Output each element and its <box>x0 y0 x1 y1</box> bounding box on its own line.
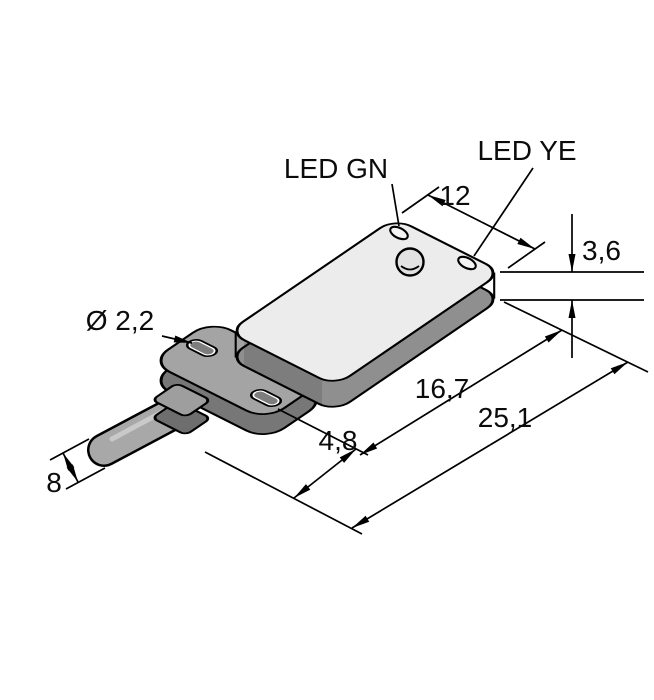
dim-text-hole-diameter: Ø 2,2 <box>86 305 154 336</box>
dimension-arrow <box>489 361 629 446</box>
dimension-8 <box>49 438 106 490</box>
led-gn-leader-line <box>391 183 400 227</box>
dimension-arrow <box>351 444 491 529</box>
gland-top-face <box>153 383 210 417</box>
extension-line-near-end <box>204 451 363 535</box>
mounting-slot-upper-hole <box>190 341 214 355</box>
led-window-green <box>389 225 409 241</box>
dimension-12 <box>401 186 546 269</box>
extension-line <box>49 438 90 461</box>
dim-text-8: 8 <box>46 467 62 498</box>
extension-line <box>507 241 546 269</box>
dimension-4-8 <box>293 448 357 499</box>
dimension-lines <box>49 167 649 535</box>
dim-text-12: 12 <box>439 180 470 211</box>
led-window-yellow <box>457 255 477 271</box>
sensing-face-mark <box>400 265 420 271</box>
extension-line-far-end <box>503 301 649 373</box>
dimension-arrow <box>66 464 79 483</box>
extension-line <box>401 186 440 214</box>
dimension-arrow <box>481 221 536 250</box>
dim-text-3-6: 3,6 <box>582 235 621 266</box>
dim-text-4-8: 4,8 <box>319 425 358 456</box>
cable-gland <box>153 383 210 435</box>
extension-line-slot-center <box>277 408 369 456</box>
dimension-labels: LED GN LED YE 12 3,6 Ø 2,2 16,7 25,1 4,8… <box>46 135 621 498</box>
dimension-25-1 <box>351 361 629 529</box>
sensing-face-circle <box>395 247 425 277</box>
label-led-green: LED GN <box>284 153 388 184</box>
mounting-slot-lower-hole <box>254 391 278 405</box>
dimension-arrow <box>324 448 357 475</box>
dimension-arrow <box>62 452 75 471</box>
dimension-16-7 <box>359 329 563 456</box>
head-top-face <box>235 222 495 382</box>
head-near-face-shade <box>244 341 322 407</box>
dimension-arrow <box>460 329 563 394</box>
dimension-arrow <box>427 194 482 223</box>
dim-text-16-7: 16,7 <box>415 373 470 404</box>
dimension-arrow <box>359 391 462 456</box>
mounting-flange <box>159 325 318 435</box>
hole-diameter-leader <box>161 335 193 344</box>
extension-line <box>65 467 106 490</box>
led-ye-leader-line <box>473 167 534 257</box>
dimension-3-6 <box>500 214 644 358</box>
dimension-arrow <box>293 472 326 499</box>
label-led-yellow: LED YE <box>477 135 576 166</box>
sensor-head <box>234 222 496 408</box>
dim-text-25-1: 25,1 <box>478 402 533 433</box>
